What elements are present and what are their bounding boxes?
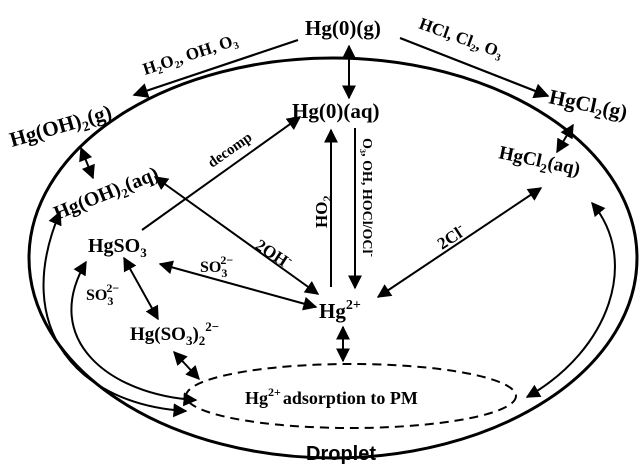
hgso32-base: Hg(SO: [130, 324, 186, 345]
hg2plus-base: Hg: [319, 299, 346, 323]
so3r-sub: 3: [221, 266, 227, 280]
droplet-label: Droplet: [306, 443, 376, 465]
species-hgso3-2: Hg(SO3)22−: [130, 319, 219, 348]
so3l-charge: 2−: [106, 281, 119, 295]
species-hg0-gas: Hg(0)(g): [305, 16, 381, 40]
species-hgcl2-aq: HgCl2(aq): [496, 142, 582, 183]
arrow-decomp: [141, 116, 302, 231]
hgcl2g-state: (g): [601, 96, 630, 125]
hgso32-charge: 2−: [205, 319, 219, 334]
adsorption-charge: 2+: [268, 385, 281, 399]
species-adsorption: Hg2+adsorption to PM: [245, 385, 418, 408]
aq-ox-text: O₃, OH, HOCl/OCl: [359, 138, 374, 254]
arrow-hgoh2aq-hg2plus: [153, 176, 320, 295]
aq-ox-charge: -: [366, 253, 377, 256]
hgoh2aq-base: Hg(OH): [51, 178, 124, 225]
hgoh2aq-sub: 2: [119, 185, 131, 201]
species-hgoh2-gas: Hg(OH)2(g): [7, 100, 116, 156]
hgcl2aq-base: HgCl: [497, 142, 544, 172]
reaction-aq-oxidation: O₃, OH, HOCl/OCl-: [359, 138, 377, 257]
arrow-hg2plus-hgcl2aq: [376, 187, 543, 298]
arrow-hgso32-adsorption: [173, 350, 200, 381]
so3r-charge: 2−: [220, 253, 233, 267]
hgso32-sub2: 2: [199, 333, 206, 348]
species-hgcl2-gas: HgCl2(g): [546, 84, 629, 128]
arrow-adsorption-hgcl2aq: [525, 201, 616, 398]
species-hgoh2-aq: Hg(OH)2(aq): [51, 163, 163, 228]
arrow-adsorption-hgoh2aq: [42, 210, 188, 418]
hgcl2aq-sub: 2: [539, 160, 548, 176]
species-hgso3: HgSO3: [88, 235, 147, 260]
hgcl2g-base: HgCl: [547, 84, 599, 117]
species-hg0-aq: Hg(0)(aq): [292, 99, 380, 123]
hgso3-base: HgSO: [88, 235, 140, 257]
species-hg2plus: Hg2+: [319, 298, 361, 323]
adsorption-hg: Hg: [245, 388, 268, 408]
ho2-base: HO: [312, 202, 331, 228]
adsorption-text: adsorption to PM: [283, 388, 418, 408]
so3l-sub: 3: [107, 294, 113, 308]
arrow-hg0g-to-hgcl2g: [399, 36, 550, 99]
reaction-2oh: 2OH-: [252, 233, 297, 273]
ho2-sub: 2: [320, 196, 334, 202]
hgso32-paren: ): [192, 324, 198, 345]
arrow-hgso3-hgso32: [123, 256, 159, 321]
two-oh-text: 2OH: [252, 235, 292, 270]
so3r-base: SO: [200, 259, 221, 276]
reaction-ho2: HO2: [312, 196, 334, 228]
two-oh-charge: -: [285, 252, 296, 266]
arrow-hgoh2g-hgoh2aq: [79, 146, 95, 180]
hgoh2g-sub: 2: [81, 119, 92, 135]
so3l-base: SO: [86, 287, 107, 304]
reaction-so3-left: SO32−: [86, 281, 119, 308]
hgcl2aq-state: (aq): [546, 153, 582, 180]
hgso32-sub3: 3: [186, 333, 193, 348]
reaction-so3-right: SO32−: [200, 253, 233, 280]
hgso3-sub: 3: [140, 245, 147, 260]
arrow-hgcl2g-hgcl2aq: [556, 123, 574, 154]
droplet-boundary: [27, 56, 639, 460]
arrow-hg0g-to-hgoh2g: [132, 38, 299, 98]
hg2plus-charge: 2+: [346, 298, 361, 313]
hgoh2g-state: (g): [84, 100, 114, 130]
arrow-hgso3-hg2plus: [158, 260, 318, 311]
hgoh2aq-state: (aq): [122, 163, 162, 196]
reaction-decomp: decomp: [205, 129, 255, 171]
two-cl-charge: -: [454, 219, 465, 233]
reaction-gas-ox-right: HCl, Cl₂, O₃: [417, 14, 506, 62]
reaction-2cl: 2Cl-: [432, 219, 469, 254]
hgoh2g-base: Hg(OH): [7, 108, 84, 151]
hgcl2g-sub: 2: [593, 107, 603, 123]
